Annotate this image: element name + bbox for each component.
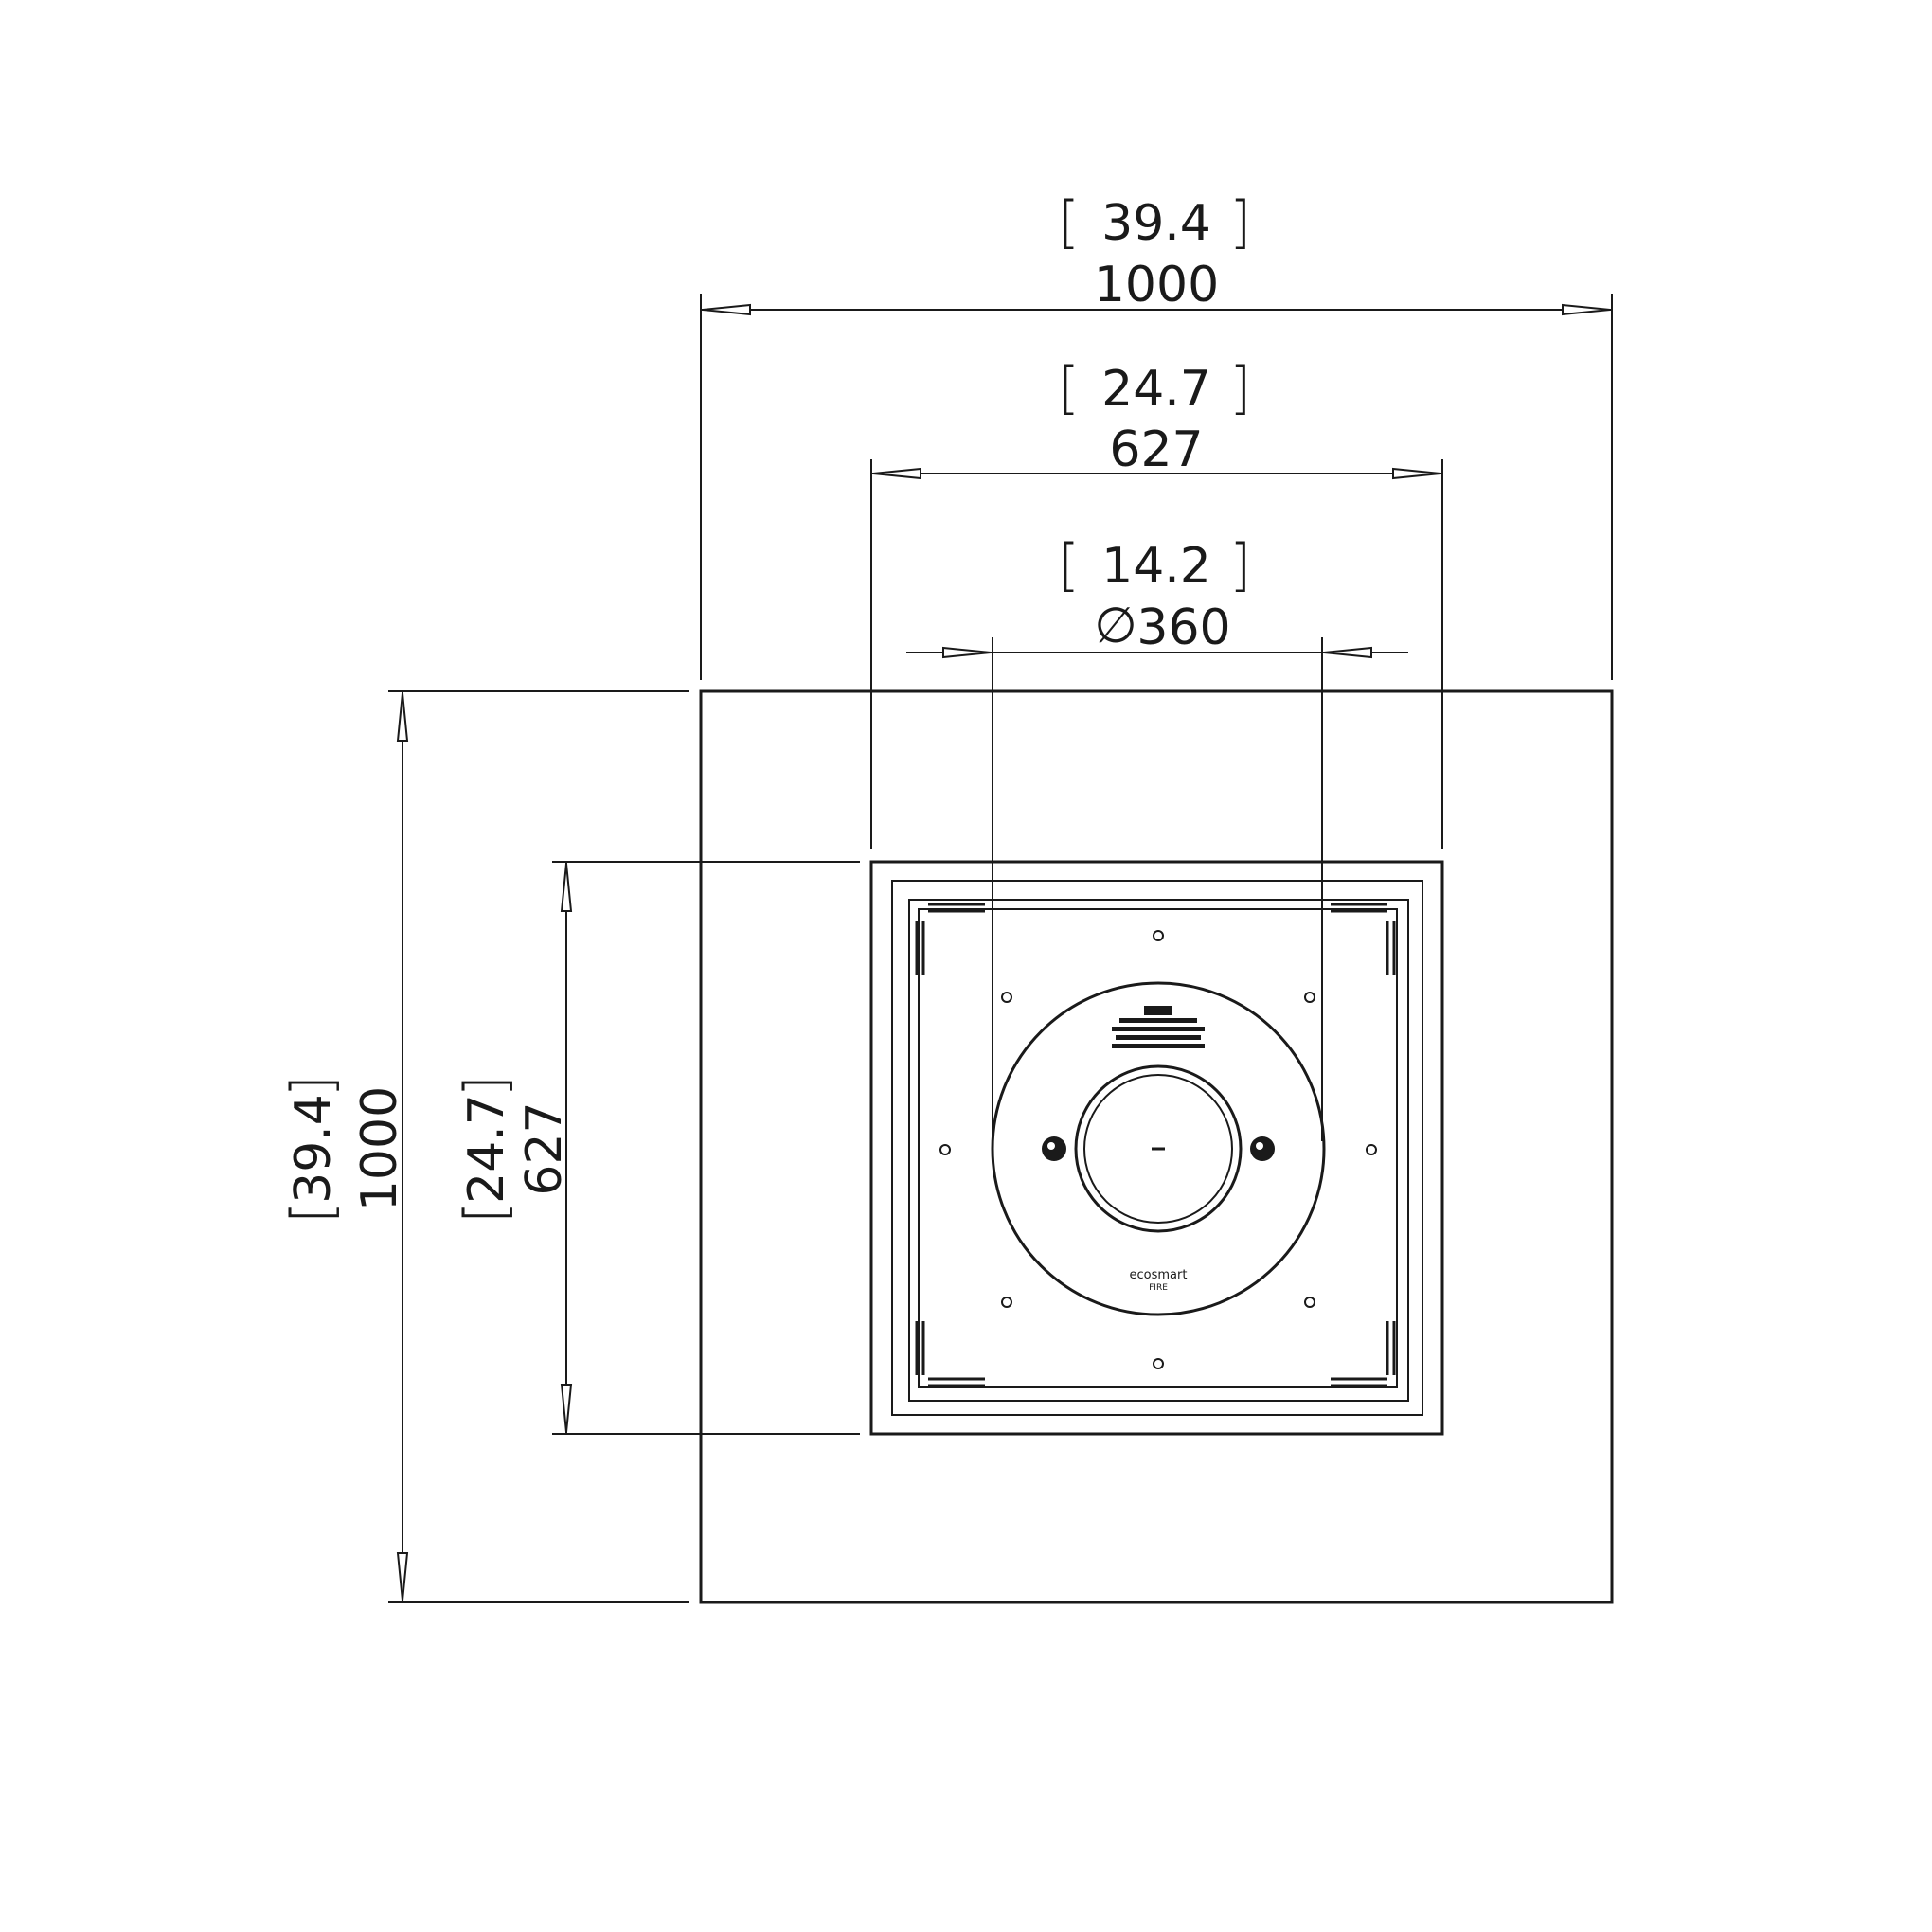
dim-overall-width: [ 39.4 ] 1000 [700, 189, 1613, 680]
dim-overall-width-inch: 39.4 [1101, 195, 1211, 252]
arrow-icon [396, 692, 409, 742]
svg-text:[: [ [1058, 532, 1080, 599]
dim-burner-width: [ 24.7 ] 627 [870, 355, 1443, 849]
svg-text:]: ] [1229, 532, 1251, 599]
svg-text:[: [ [1058, 189, 1080, 256]
dim-overall-depth-mm: 1000 [351, 1086, 408, 1211]
dim-burner-depth: [ 24.7 ] 627 [453, 861, 860, 1435]
dim-burner-depth-inch: 24.7 [458, 1094, 515, 1204]
arrow-icon [872, 467, 921, 480]
dim-burner-diameter-mm: 360 [1136, 599, 1230, 656]
arrow-icon [1392, 467, 1441, 480]
corner-bracket-icon [915, 903, 985, 975]
dim-burner-width-mm: 627 [1109, 421, 1203, 478]
dim-overall-width-mm: 1000 [1094, 257, 1219, 313]
svg-text:]: ] [453, 1075, 519, 1097]
svg-text:]: ] [1229, 355, 1251, 421]
brand-logo: ecosmart [1130, 1268, 1188, 1282]
arrow-icon [942, 646, 992, 659]
arrow-icon [1323, 646, 1372, 659]
dim-burner-diameter-inch: 14.2 [1101, 538, 1211, 595]
svg-text:]: ] [1229, 189, 1251, 256]
brand-sub: FIRE [1149, 1283, 1168, 1293]
arrow-icon [560, 1384, 573, 1433]
corner-bracket-icon [1331, 903, 1396, 975]
dim-burner-width-inch: 24.7 [1101, 361, 1211, 418]
knob-icon [1042, 1136, 1066, 1161]
knob-icon [1250, 1136, 1275, 1161]
burner-frame [869, 860, 1444, 1436]
dim-overall-depth: [ 39.4 ] 1000 [279, 690, 689, 1603]
corner-bracket-icon [1331, 1321, 1396, 1387]
svg-text:]: ] [279, 1075, 346, 1097]
dim-overall-depth-inch: 39.4 [285, 1094, 342, 1204]
screw-holes [939, 930, 1377, 1369]
arrow-icon [702, 303, 751, 316]
arrow-icon [396, 1552, 409, 1601]
svg-text:[: [ [1058, 355, 1080, 421]
diameter-symbol-icon: ∅ [1094, 598, 1136, 654]
svg-text:[: [ [279, 1202, 346, 1224]
dim-burner-diameter: [ 14.2 ] ∅ 360 [906, 532, 1408, 1141]
table-outline [699, 689, 1614, 1604]
dim-burner-depth-mm: 627 [516, 1101, 573, 1195]
arrow-icon [560, 863, 573, 912]
arrow-icon [1562, 303, 1611, 316]
burner-plate: ecosmart FIRE [991, 981, 1326, 1316]
corner-bracket-icon [915, 1321, 985, 1387]
svg-text:[: [ [453, 1202, 519, 1224]
warning-label-icon [1112, 1006, 1205, 1048]
